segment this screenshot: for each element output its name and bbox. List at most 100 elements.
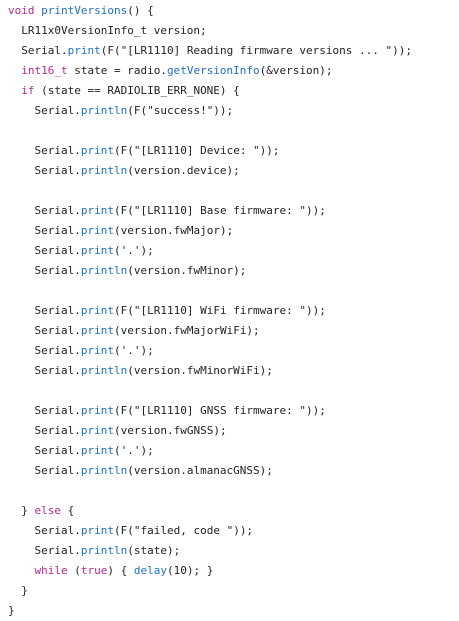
code-keyword: else — [34, 504, 62, 517]
code-keyword: int16_t — [21, 64, 68, 77]
code-text: Serial. — [8, 204, 81, 217]
code-function: println — [80, 364, 128, 377]
code-line: Serial.print('.'); — [8, 441, 154, 461]
code-text: (F("[LR1110] Base firmware: ")); — [113, 204, 326, 217]
code-text: Serial. — [8, 164, 81, 177]
code-text: Serial. — [8, 304, 81, 317]
code-text: Serial. — [8, 364, 81, 377]
code-text: } — [8, 504, 35, 517]
code-function: println — [80, 464, 128, 477]
code-text: ( — [67, 564, 81, 577]
code-text: (state == RADIOLIB_ERR_NONE) { — [34, 84, 240, 97]
code-line: Serial.print(F("[LR1110] Reading firmwar… — [8, 41, 412, 61]
code-function: print — [80, 204, 114, 217]
code-line: Serial.print(version.fwMajorWiFi); — [8, 321, 260, 341]
code-function: print — [80, 424, 114, 437]
code-text: ) { — [107, 564, 134, 577]
code-function: println — [80, 164, 128, 177]
code-text: Serial. — [8, 264, 81, 277]
code-line: Serial.print('.'); — [8, 341, 154, 361]
code-text: state = radio. — [67, 64, 167, 77]
code-line: Serial.println(state); — [8, 541, 180, 561]
code-function: print — [80, 304, 114, 317]
code-function: delay — [133, 564, 167, 577]
code-text: (F("[LR1110] WiFi firmware: ")); — [113, 304, 326, 317]
code-text: (version.fwMajorWiFi); — [113, 324, 260, 337]
code-text: (version.fwGNSS); — [113, 424, 227, 437]
code-line: Serial.println(version.fwMinorWiFi); — [8, 361, 273, 381]
code-function: print — [67, 44, 101, 57]
code-line: } — [8, 601, 15, 621]
code-line: Serial.println(version.device); — [8, 161, 240, 181]
code-text: Serial. — [8, 544, 81, 557]
code-line: void printVersions() { — [8, 1, 154, 21]
code-text: (version.fwMinorWiFi); — [127, 364, 273, 377]
code-text: (version.fwMajor); — [113, 224, 234, 237]
code-text: (&version); — [259, 64, 333, 77]
code-function: print — [80, 144, 114, 157]
code-line: Serial.println(F("success!")); — [8, 101, 233, 121]
code-text: Serial. — [8, 344, 81, 357]
code-text: Serial. — [8, 144, 81, 157]
code-text — [8, 64, 21, 77]
code-function: print — [80, 224, 114, 237]
code-text: Serial. — [8, 324, 81, 337]
code-function: println — [80, 544, 128, 557]
code-function: print — [80, 444, 114, 457]
code-function: print — [80, 244, 114, 257]
code-line: Serial.print('.'); — [8, 241, 154, 261]
code-text: } — [8, 604, 15, 617]
code-text: } — [8, 584, 28, 597]
code-line: Serial.print(F("[LR1110] Base firmware: … — [8, 201, 326, 221]
code-text: Serial. — [8, 464, 81, 477]
code-function: printVersions — [41, 4, 128, 17]
code-line: LR11x0VersionInfo_t version; — [8, 21, 207, 41]
code-function: getVersionInfo — [166, 64, 260, 77]
code-text: ('.'); — [113, 344, 154, 357]
code-text: Serial. — [8, 404, 81, 417]
code-text: (version.almanacGNSS); — [127, 464, 273, 477]
code-text: (F("[LR1110] Device: ")); — [113, 144, 280, 157]
code-text: Serial. — [8, 524, 81, 537]
code-text: ('.'); — [113, 244, 154, 257]
code-text: (F("failed, code ")); — [113, 524, 254, 537]
code-text: LR11x0VersionInfo_t version; — [8, 24, 207, 37]
code-text — [8, 84, 21, 97]
code-text: (state); — [127, 544, 181, 557]
code-text: (version.device); — [127, 164, 240, 177]
code-text: Serial. — [8, 244, 81, 257]
code-line: Serial.print(F("[LR1110] WiFi firmware: … — [8, 301, 326, 321]
code-function: print — [80, 404, 114, 417]
code-keyword: void — [8, 4, 35, 17]
code-text: Serial. — [8, 104, 81, 117]
code-line: } — [8, 581, 28, 601]
code-function: print — [80, 344, 114, 357]
code-text: (F("[LR1110] GNSS firmware: ")); — [113, 404, 326, 417]
code-line: Serial.print(F("[LR1110] GNSS firmware: … — [8, 401, 326, 421]
code-text: (F("[LR1110] Reading firmware versions .… — [100, 44, 412, 57]
code-text: ('.'); — [113, 444, 154, 457]
code-line: if (state == RADIOLIB_ERR_NONE) { — [8, 81, 240, 101]
code-line: Serial.print(version.fwGNSS); — [8, 421, 227, 441]
code-line: Serial.print(F("[LR1110] Device: ")); — [8, 141, 280, 161]
code-keyword: if — [21, 84, 35, 97]
code-line: while (true) { delay(10); } — [8, 561, 214, 581]
code-function: println — [80, 264, 128, 277]
code-text — [8, 564, 35, 577]
code-text: () { — [127, 4, 154, 17]
code-text: (version.fwMinor); — [127, 264, 247, 277]
code-function: println — [80, 104, 128, 117]
code-text: (10); } — [167, 564, 214, 577]
code-line: int16_t state = radio.getVersionInfo(&ve… — [8, 61, 333, 81]
code-line: Serial.print(version.fwMajor); — [8, 221, 233, 241]
code-text: Serial. — [8, 424, 81, 437]
code-text: Serial. — [8, 444, 81, 457]
code-function: print — [80, 524, 114, 537]
code-text: (F("success!")); — [127, 104, 234, 117]
code-function: print — [80, 324, 114, 337]
code-text: { — [61, 504, 75, 517]
code-line: } else { — [8, 501, 74, 521]
code-text: Serial. — [8, 44, 68, 57]
code-line: Serial.print(F("failed, code ")); — [8, 521, 253, 541]
